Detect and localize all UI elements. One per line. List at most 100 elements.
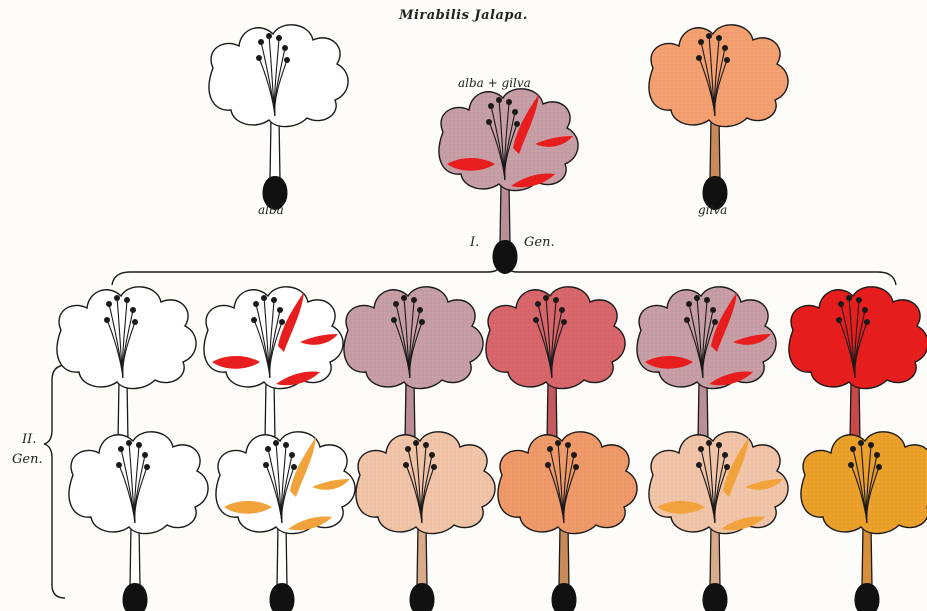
- flower-anther: [401, 295, 407, 301]
- flower-anther: [284, 57, 290, 63]
- cross-label: alba + gilva: [458, 76, 531, 90]
- flower-row2-0: [69, 432, 208, 611]
- first-gen-label: Gen.: [524, 235, 555, 250]
- flower-anther: [856, 297, 862, 303]
- flower-anther: [265, 446, 271, 452]
- flower-anther: [848, 462, 854, 468]
- flower-anther: [124, 297, 130, 303]
- flower-anther: [724, 57, 730, 63]
- flower-anther: [838, 301, 844, 307]
- flower-anther: [874, 452, 880, 458]
- first-gen-numeral: I.: [470, 235, 479, 250]
- plate-title: Mirabilis Jalapa.: [0, 8, 927, 23]
- flower-anther: [553, 297, 559, 303]
- flower-anther: [277, 307, 283, 313]
- flower-row2-1: [216, 432, 355, 611]
- flower-anther: [279, 319, 285, 325]
- flower-anther: [283, 442, 289, 448]
- flower-anther: [876, 464, 882, 470]
- flower-tube: [710, 525, 720, 587]
- flower-anther: [405, 446, 411, 452]
- flower-anther: [506, 99, 512, 105]
- flower-anther: [393, 301, 399, 307]
- flower-anther: [142, 452, 148, 458]
- flower-anther: [256, 55, 262, 61]
- flower-tube: [862, 525, 872, 587]
- second-gen-numeral: II.: [22, 432, 36, 447]
- flower-anther: [698, 446, 704, 452]
- flower-anther: [704, 297, 710, 303]
- flower-anther: [710, 307, 716, 313]
- flower-anther: [413, 440, 419, 446]
- flower-tube: [710, 118, 720, 180]
- flower-tube: [698, 380, 708, 442]
- flower-ovary: [552, 583, 577, 611]
- flower-anther: [276, 35, 282, 41]
- parent-label-gilva: gilva: [698, 203, 727, 217]
- flower-anther: [423, 442, 429, 448]
- flower-anther: [114, 295, 120, 301]
- flower-anther: [706, 33, 712, 39]
- flower-anther: [411, 297, 417, 303]
- flower-ovary: [703, 583, 728, 611]
- flower-anther: [722, 45, 728, 51]
- flower-anther: [136, 442, 142, 448]
- flower-tube: [559, 525, 569, 587]
- flower-anther: [696, 462, 702, 468]
- flower-anther: [722, 452, 728, 458]
- flower-anther: [291, 464, 297, 470]
- flower-anther: [289, 452, 295, 458]
- flower-anther: [431, 464, 437, 470]
- flower-row2-2: [356, 432, 495, 611]
- flower-anther: [282, 45, 288, 51]
- flower-anther: [130, 307, 136, 313]
- flower-anther: [535, 301, 541, 307]
- flower-anther: [555, 440, 561, 446]
- flower-anther: [253, 301, 259, 307]
- flower-anther: [684, 317, 690, 323]
- second-gen-label: Gen.: [12, 452, 43, 467]
- flower-ovary: [493, 240, 518, 274]
- flower-anther: [573, 464, 579, 470]
- flower-anther: [266, 33, 272, 39]
- flower-parent-2: [649, 25, 788, 210]
- flower-tube: [850, 380, 860, 442]
- flower-anther: [698, 39, 704, 45]
- flower-anther: [724, 464, 730, 470]
- flower-anther: [565, 442, 571, 448]
- flower-anther: [429, 452, 435, 458]
- flower-anther: [694, 295, 700, 301]
- flower-anther: [403, 462, 409, 468]
- flower-row2-5: [801, 432, 927, 611]
- flower-anther: [104, 317, 110, 323]
- flower-anther: [712, 319, 718, 325]
- flower-anther: [716, 35, 722, 41]
- flower-anther: [864, 319, 870, 325]
- flower-anther: [543, 295, 549, 301]
- flower-tube: [547, 380, 557, 442]
- flower-anther: [417, 307, 423, 313]
- flower-anther: [132, 319, 138, 325]
- flower-anther: [116, 462, 122, 468]
- flower-row2-4: [649, 432, 788, 611]
- flower-anther: [263, 462, 269, 468]
- flower-anther: [258, 39, 264, 45]
- flower-anther: [273, 440, 279, 446]
- flower-ovary: [270, 583, 295, 611]
- flower-anther: [512, 109, 518, 115]
- flower-tube: [500, 182, 510, 244]
- flower-anther: [686, 301, 692, 307]
- flower-anther: [571, 452, 577, 458]
- flower-anther: [858, 440, 864, 446]
- flower-anther: [846, 295, 852, 301]
- flower-anther: [716, 442, 722, 448]
- flower-tube: [118, 380, 128, 442]
- flower-anther: [545, 462, 551, 468]
- flower-tube: [277, 525, 287, 587]
- flower-anther: [862, 307, 868, 313]
- flower-anther: [514, 121, 520, 127]
- flower-anther: [533, 317, 539, 323]
- second-gen-brace: [44, 365, 65, 598]
- flower-anther: [696, 55, 702, 61]
- flower-tube: [130, 525, 140, 587]
